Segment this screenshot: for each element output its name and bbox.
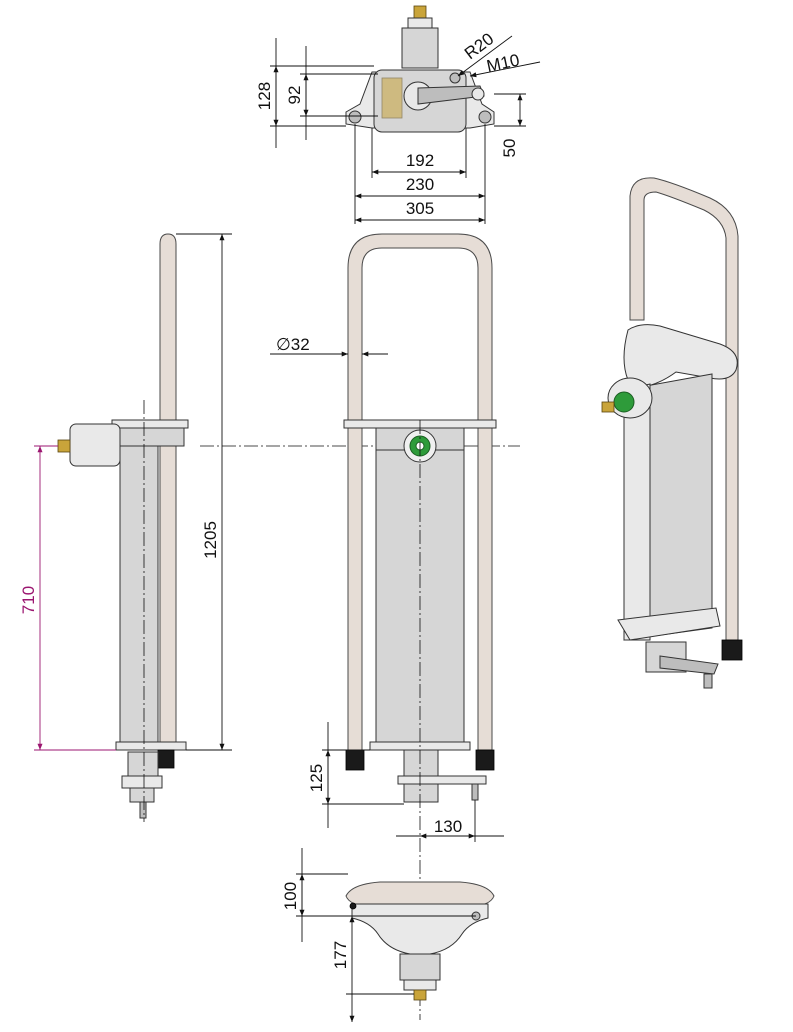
isometric-view — [601, 177, 743, 689]
dim-100: 100 — [281, 882, 300, 910]
brass-fitting — [413, 5, 427, 19]
body-side — [119, 445, 159, 743]
dim-50: 50 — [500, 139, 519, 158]
dim-125: 125 — [307, 764, 326, 792]
inlet-housing — [69, 423, 121, 467]
dim-305: 305 — [406, 199, 434, 218]
foot-bracket — [397, 775, 487, 785]
bottom-view: 100 177 — [281, 848, 495, 1022]
bottom-handle — [345, 881, 495, 907]
dim-192: 192 — [406, 151, 434, 170]
isometric-top-plate — [623, 324, 738, 389]
bottom-flange — [351, 903, 489, 955]
dim-710: 710 — [19, 586, 38, 614]
isometric-foot-bracket — [659, 655, 719, 675]
dim-130: 130 — [434, 817, 462, 836]
top-view: 128 92 R20 M10 50 192 230 305 — [255, 5, 541, 224]
dim-m10: M10 — [485, 50, 521, 75]
front-view: ∅32 125 130 — [270, 233, 504, 1020]
dim-92: 92 — [285, 86, 304, 105]
dim-230: 230 — [406, 175, 434, 194]
side-view: 1205 710 — [19, 233, 232, 822]
dim-128: 128 — [255, 82, 274, 110]
dim-dia-32: ∅32 — [276, 335, 310, 354]
isometric-green-fitting — [613, 391, 635, 413]
handle-tube-side — [159, 233, 177, 751]
dim-177: 177 — [331, 941, 350, 969]
dim-1205: 1205 — [201, 521, 220, 559]
